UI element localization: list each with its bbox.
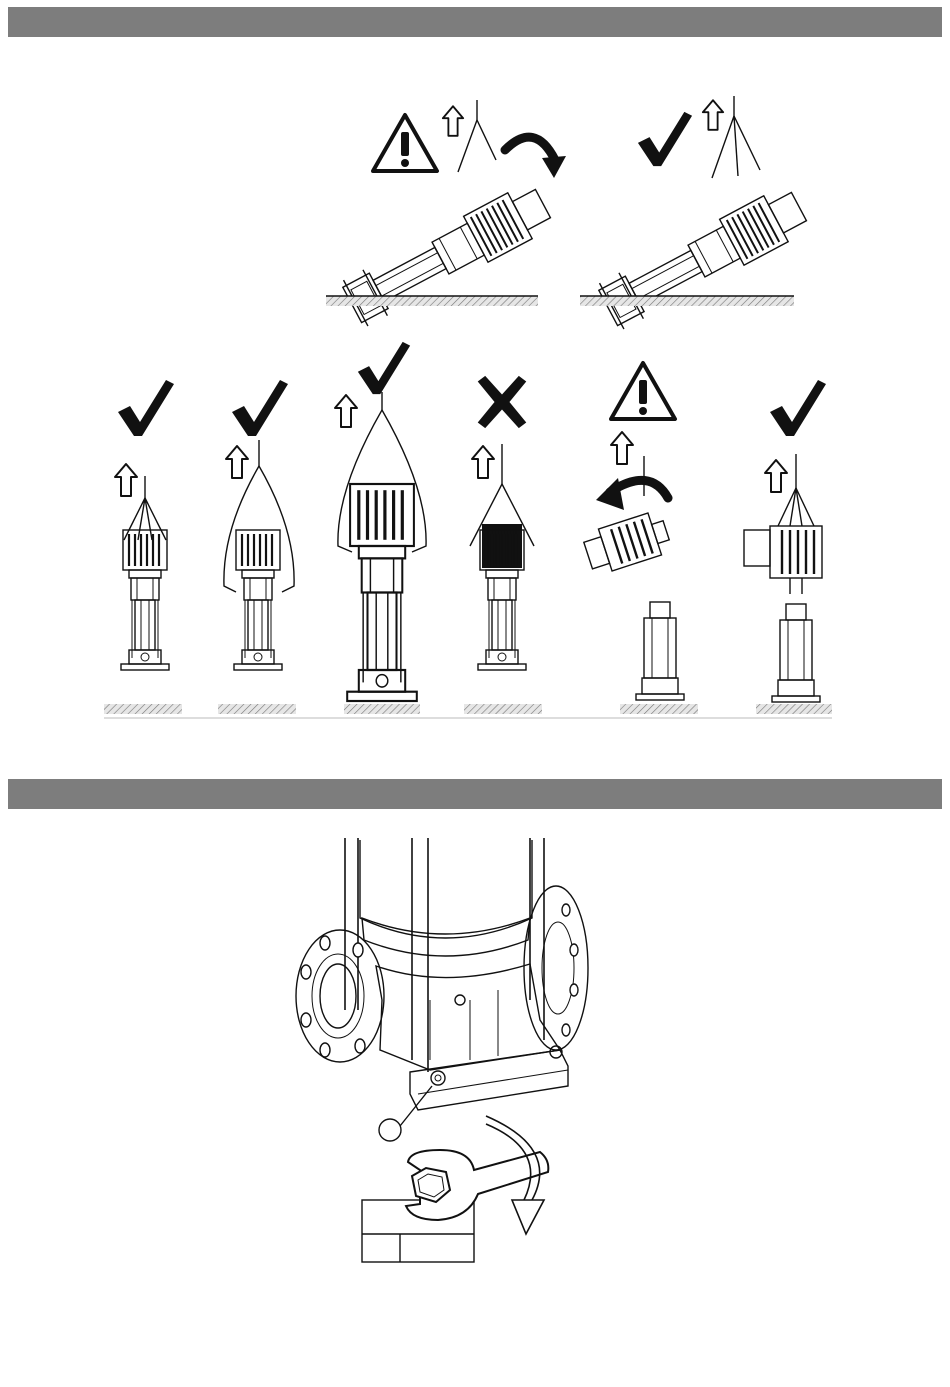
check-mark-icon	[358, 342, 410, 394]
lift-arrow-icon	[611, 432, 633, 464]
tilted-lift-warning-figure	[326, 100, 566, 328]
vertical-lift-direct-slings-figure	[104, 380, 182, 714]
motor-removal-warning-figure	[581, 363, 698, 714]
lift-arrow-icon	[335, 395, 357, 427]
lift-arrow-icon	[472, 446, 494, 478]
lift-arrow-icon	[115, 464, 137, 496]
lift-arrow-icon	[765, 460, 787, 492]
tilted-lift-correct-figure	[580, 96, 811, 331]
check-mark-icon	[232, 380, 288, 436]
check-mark-icon	[638, 112, 692, 166]
lift-arrow-icon	[443, 106, 463, 136]
rotate-arrow-icon	[505, 137, 555, 160]
vertical-lift-tall-pump-figure	[335, 342, 426, 714]
callout-circle	[379, 1119, 401, 1141]
motor-removal-correct-figure	[744, 380, 832, 714]
pump-base-closeup-figure	[296, 838, 588, 1141]
check-mark-icon	[118, 380, 174, 436]
warning-triangle-icon	[373, 115, 437, 171]
base-bolt	[431, 1071, 445, 1085]
vertical-lift-spreader-figure	[218, 380, 296, 714]
lift-arrow-icon	[226, 446, 248, 478]
lift-arrow-icon	[703, 100, 723, 130]
cross-mark-icon	[478, 376, 527, 428]
warning-triangle-icon	[611, 363, 675, 419]
vertical-lift-wrong-figure	[464, 376, 542, 714]
check-mark-icon	[770, 380, 826, 436]
ground-hatch	[326, 296, 538, 306]
wrench-torque-figure	[362, 1116, 548, 1262]
tilted-motor	[581, 509, 673, 576]
tilted-pump-correct	[596, 184, 811, 331]
